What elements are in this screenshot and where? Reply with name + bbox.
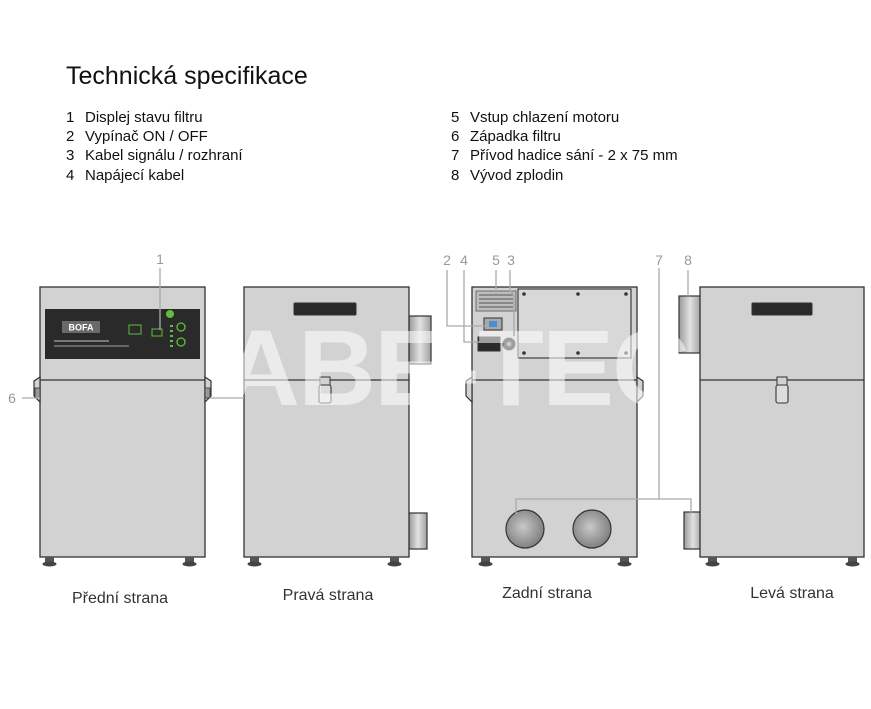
filter-latch-left[interactable] [33, 375, 41, 404]
suction-inlet-port-1 [505, 509, 545, 549]
callout-number: 7 [655, 252, 663, 268]
handle-grip[interactable] [293, 302, 357, 316]
suction-inlet-side [683, 511, 703, 550]
spec-item-number: 1 [66, 109, 75, 126]
callout-number: 4 [460, 252, 468, 268]
caption-left: Levá strana [750, 585, 834, 602]
spec-list-right: 5 Vstup chlazení motoru 6 Západka filtru 7… [451, 108, 678, 185]
filter-status-display [128, 324, 142, 335]
back-latch-right[interactable] [636, 375, 644, 404]
callout-number: 6 [8, 390, 16, 406]
motor-cooling-vent [475, 290, 517, 312]
right-cabinet [243, 286, 410, 558]
spec-item: 1 Displej stavu filtru [66, 108, 243, 127]
spec-item-number: 6 [451, 128, 460, 146]
filter-latch[interactable] [318, 376, 332, 404]
back-view [465, 286, 644, 567]
spec-item-number: 5 [451, 109, 460, 126]
callout-number: 5 [492, 252, 500, 268]
spec-item-label: Vypínač ON / OFF [85, 128, 208, 146]
spec-item-label: Napájecí kabel [85, 166, 185, 184]
callout-number: 3 [507, 252, 515, 268]
handle-grip[interactable] [751, 302, 813, 316]
spec-item: 4 Napájecí kabel [66, 166, 243, 185]
caption-right: Pravá strana [282, 587, 374, 604]
left-side-view [678, 286, 865, 567]
spec-item-label: Přívod hadice sání - 2 x 75 mm [470, 147, 678, 165]
callout-numbers: 1 2 4 5 3 7 8 6 [8, 251, 692, 406]
control-button-icon[interactable] [176, 322, 186, 332]
spec-item: 6 Západka filtru [451, 127, 678, 146]
left-cabinet [699, 286, 865, 558]
spec-item-label: Kabel signálu / rozhraní [85, 147, 243, 165]
back-latch-left[interactable] [465, 375, 473, 404]
spec-item-number: 7 [451, 147, 460, 165]
leader-7a [515, 268, 660, 514]
connector-pin [506, 341, 512, 347]
spec-item-number: 8 [451, 166, 460, 184]
power-cable-socket [477, 336, 501, 352]
leader-3 [509, 270, 515, 336]
spec-item-label: Vstup chlazení motoru [470, 109, 620, 126]
spec-item: 7 Přívod hadice sání - 2 x 75 mm [451, 146, 678, 165]
rear-access-plate [517, 288, 632, 359]
front-feet [42, 557, 197, 567]
suction-inlet-port-2 [572, 509, 612, 549]
spec-item-label: Vývod zplodin [470, 166, 564, 184]
callout-leaders [22, 268, 692, 514]
spec-item: 2 Vypínač ON / OFF [66, 127, 243, 146]
spec-item: 5 Vstup chlazení motoru [451, 108, 678, 127]
leader-2 [446, 270, 486, 327]
caption-front: Přední strana [71, 590, 169, 607]
spec-item-label: Západka filtru [470, 128, 561, 146]
back-feet [478, 557, 632, 567]
spec-item-label: Displej stavu filtru [85, 109, 203, 126]
spec-item-number: 4 [66, 166, 75, 184]
right-feet [247, 557, 402, 567]
level-led-bar [170, 325, 173, 347]
leader-4 [463, 270, 480, 343]
callout-number: 1 [156, 251, 164, 267]
watermark: ABE-TEC [222, 307, 688, 428]
callout-number: 8 [684, 252, 692, 268]
spec-item-number: 2 [66, 128, 75, 146]
display-indicator [151, 328, 163, 337]
control-button-icon[interactable] [176, 337, 186, 347]
front-view: BOFA [33, 286, 212, 567]
spec-item-number: 3 [66, 147, 75, 165]
front-control-panel [45, 309, 200, 359]
suction-inlet-side [408, 512, 428, 550]
logo-text: BOFA [68, 323, 94, 333]
right-side-view [243, 286, 432, 567]
plate-screws [522, 292, 628, 355]
switch-rocker[interactable] [489, 321, 497, 327]
left-feet [705, 557, 860, 567]
filter-latch-right[interactable] [204, 375, 212, 404]
filter-latch[interactable] [775, 376, 789, 404]
callout-number: 2 [443, 252, 451, 268]
leader-7b [659, 498, 692, 514]
caption-back: Zadní strana [502, 585, 592, 602]
bofa-logo: BOFA [54, 321, 129, 347]
spec-item: 3 Kabel signálu / rozhraní [66, 146, 243, 165]
power-led-icon [166, 310, 174, 318]
page-title: Technická specifikace [66, 62, 308, 90]
spec-item: 8 Vývod zplodin [451, 166, 678, 185]
